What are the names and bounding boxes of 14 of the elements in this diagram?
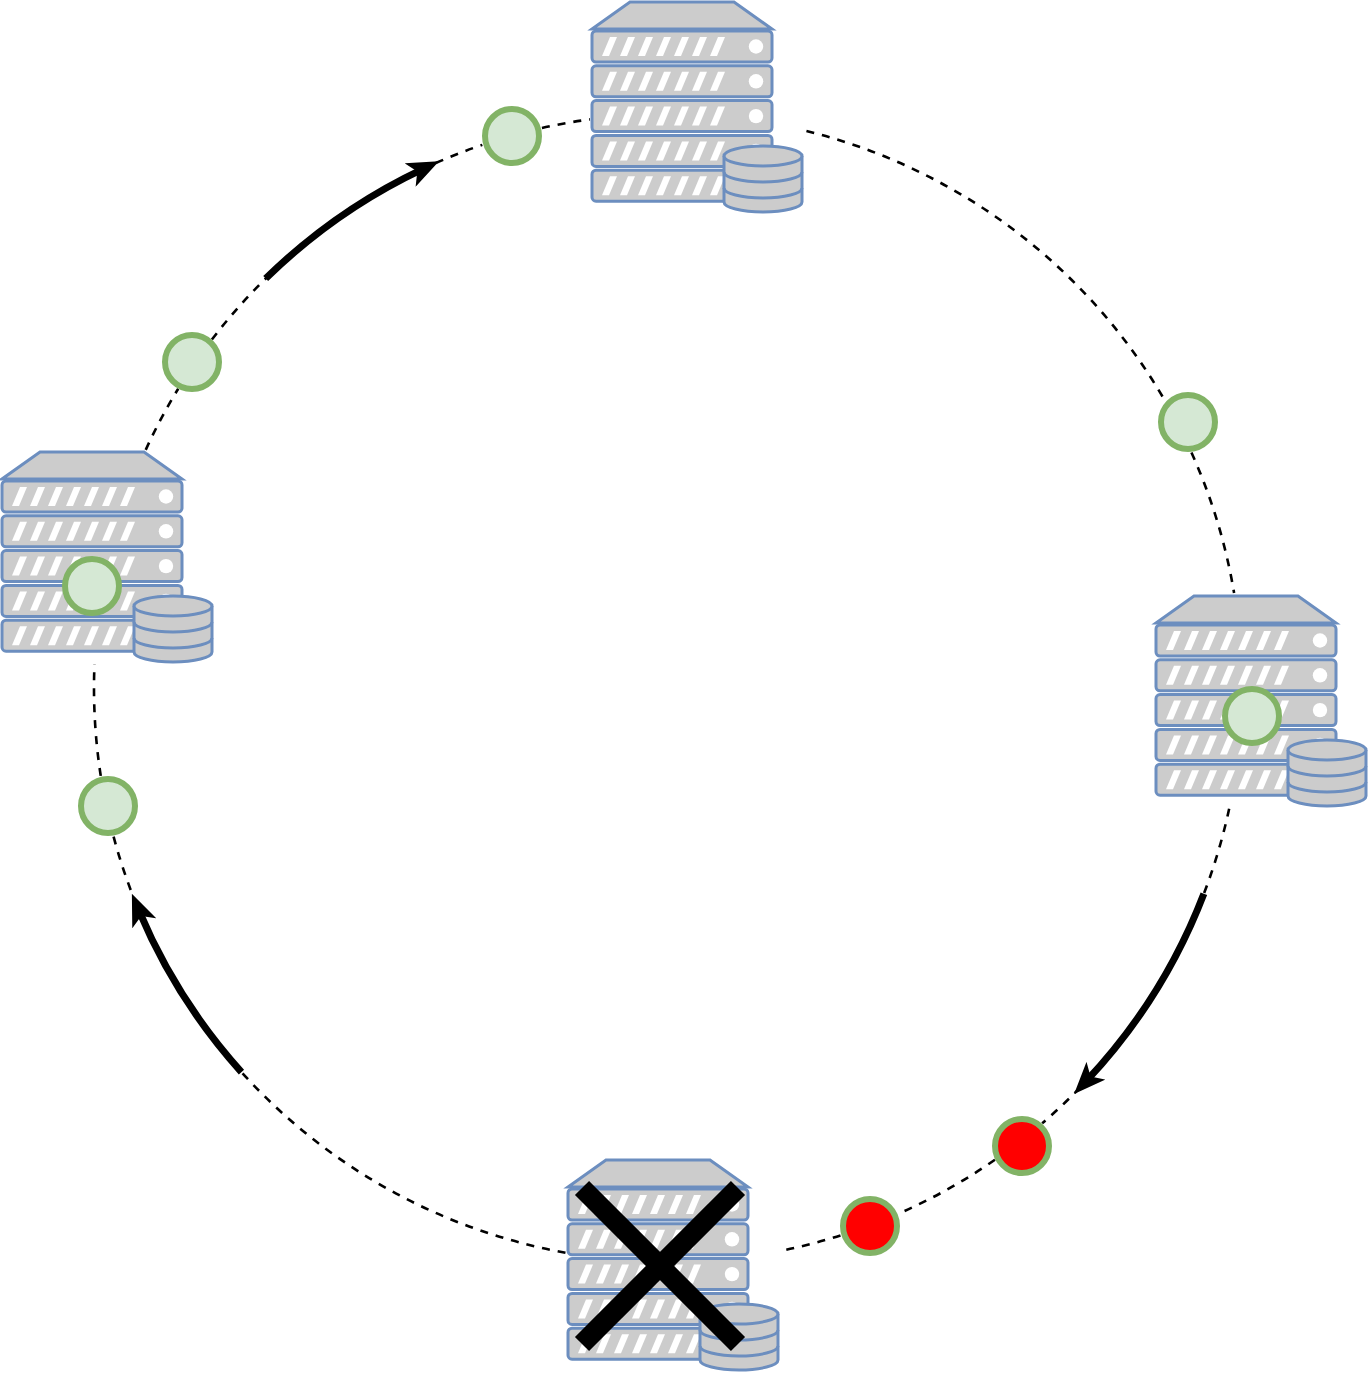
circle-icon (482, 106, 542, 166)
ring-arc (112, 836, 566, 1255)
ring-arc (1041, 808, 1231, 1125)
ring-arc (210, 143, 483, 341)
server-icon (590, 0, 806, 214)
circle-icon (992, 1116, 1052, 1176)
server-icon (566, 1158, 782, 1372)
ring-arc (782, 1234, 841, 1252)
ring-arc (144, 388, 180, 451)
ring-arc (806, 129, 1167, 403)
ring-arc (541, 118, 591, 130)
circle-icon (840, 1196, 900, 1256)
circle-icon (1158, 392, 1218, 452)
circle-icon (162, 332, 222, 392)
